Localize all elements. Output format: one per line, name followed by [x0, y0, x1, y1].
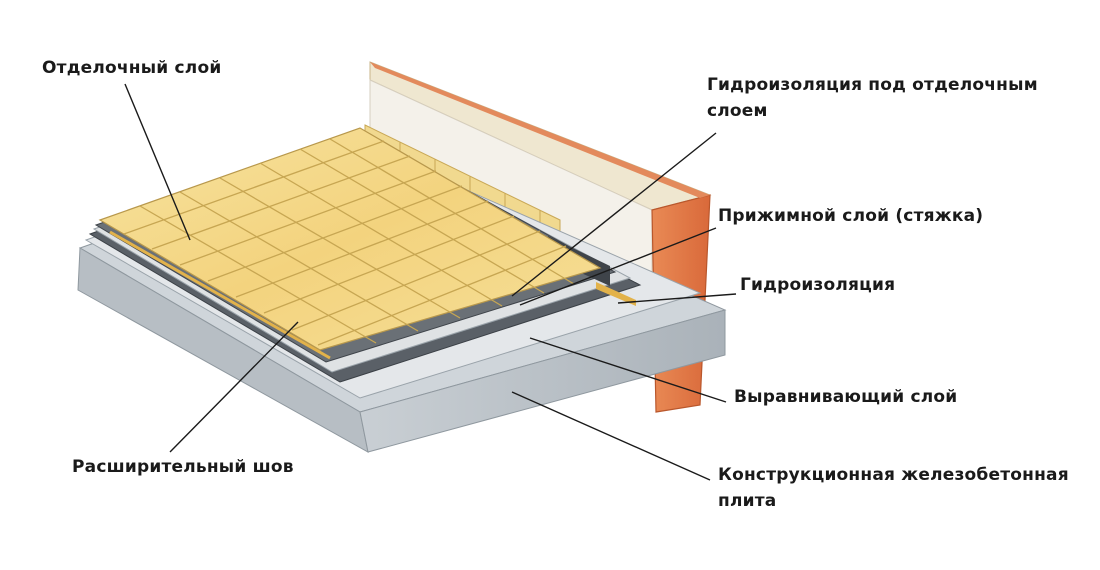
label-concrete-slab-line2: плита: [718, 491, 777, 511]
label-pressure-layer: Прижимной слой (стяжка): [718, 206, 984, 226]
label-expansion-joint: Расширительный шов: [72, 457, 294, 477]
leader-waterproofing-under-finish: [511, 132, 717, 297]
label-finish-layer: Отделочный слой: [42, 58, 222, 78]
leader-expansion-joint: [169, 321, 299, 453]
leader-screed: [519, 227, 717, 306]
label-waterproofing-under-finish-line2: слоем: [707, 101, 768, 121]
label-leveling-layer: Выравнивающий слой: [734, 387, 958, 407]
brick-wall-top: [370, 62, 710, 198]
leader-leveling: [529, 337, 727, 403]
concrete-slab-side: [359, 309, 726, 453]
tile-finish-layer: [98, 127, 602, 351]
label-waterproofing-under-finish-line1: Гидроизоляция под отделочным: [707, 75, 1038, 95]
label-concrete-slab-line1: Конструкционная железобетонная: [718, 465, 1069, 485]
expansion-joint: [109, 230, 331, 360]
leader-slab: [511, 391, 711, 481]
tile-grid: [123, 138, 575, 346]
leader-finish: [124, 83, 191, 241]
leader-lines: [124, 83, 737, 481]
label-concrete-slab: Конструкционная железобетонная плита: [718, 462, 1069, 514]
joint-strip: [596, 282, 636, 306]
label-waterproofing: Гидроизоляция: [740, 275, 896, 295]
label-waterproofing-under-finish: Гидроизоляция под отделочным слоем: [707, 72, 1038, 124]
leader-waterproofing: [617, 293, 737, 304]
